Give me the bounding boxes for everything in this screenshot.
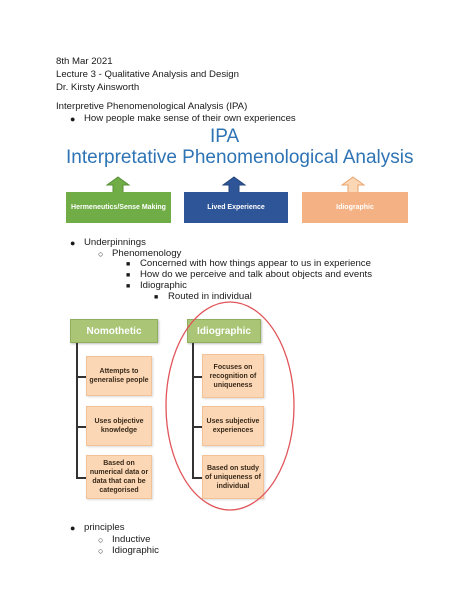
bullet-square: ■ [154,294,159,301]
highlight-ellipse [165,301,295,511]
lived-experience-box: Lived Experience [184,192,288,223]
bullet-circle: ○ [98,249,104,259]
connector-line [76,477,86,479]
bullet-circle: ○ [98,546,104,556]
idiographic-card: Based on study of uniqueness of individu… [202,455,264,499]
underpinning-item: Concerned with how things appear to us i… [140,258,371,269]
connector-line [76,343,78,478]
bullet-square: ■ [126,283,131,290]
section-title: Interpretive Phenomenological Analysis (… [56,101,248,112]
phenomenology-label: Phenomenology [112,248,182,259]
idiographic-card: Focuses on recognition of uniqueness [202,354,264,398]
connector-line [192,343,194,478]
lecture-line: Lecture 3 - Qualitative Analysis and Des… [56,69,239,80]
underpinnings-label: Underpinnings [84,237,146,248]
idiographic-box: Idiographic [302,192,408,223]
nomothetic-idiographic-diagram: Nomothetic Attempts to generalise people… [66,316,296,506]
connector-line [192,376,202,378]
principle-item: Idiographic [112,545,159,556]
ipa-acronym: IPA [210,126,240,147]
bullet-dot: ● [70,114,76,124]
idiographic-header: Idiographic [187,319,261,343]
bullet-dot: ● [70,523,76,533]
bullet-square: ■ [126,261,131,268]
routed-in-individual: Routed in individual [168,291,252,302]
nomothetic-card: Uses objective knowledge [86,406,152,446]
ipa-full-name: Interpretative Phenomenological Analysis [66,147,414,168]
author-line: Dr. Kirsty Ainsworth [56,82,140,93]
nomothetic-header: Nomothetic [70,319,158,343]
nomothetic-card: Based on numerical data or data that can… [86,455,152,499]
connector-line [192,426,202,428]
underpinning-item: How do we perceive and talk about object… [140,269,372,280]
principle-item: Inductive [112,534,151,545]
bullet-dot: ● [70,238,76,248]
underpinning-item: Idiographic [140,280,187,291]
nomothetic-card: Attempts to generalise people [86,356,152,396]
bullet-circle: ○ [98,535,104,545]
connector-line [192,477,202,479]
date-line: 8th Mar 2021 [56,56,113,67]
bullet-text: How people make sense of their own exper… [84,113,296,124]
connector-line [76,376,86,378]
bullet-square: ■ [126,272,131,279]
idiographic-card: Uses subjective experiences [202,406,264,446]
hermeneutics-box: Hermeneutics/Sense Making [66,192,171,223]
connector-line [76,426,86,428]
principles-label: principles [84,522,125,533]
